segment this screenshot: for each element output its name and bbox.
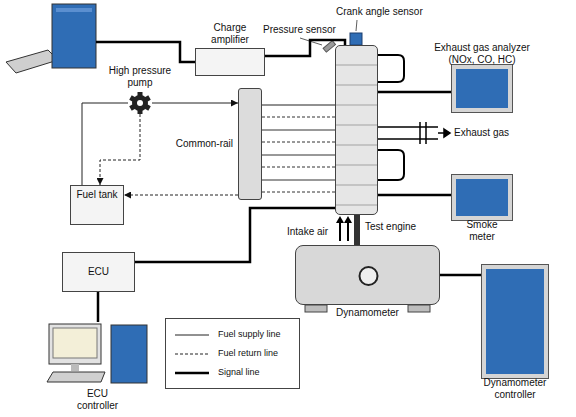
part-label: Crank angle sensor <box>335 6 424 18</box>
legend-text: Fuel return line <box>218 348 278 359</box>
return-connector <box>100 114 140 185</box>
exhaust-pipe <box>425 122 427 144</box>
node-label: High pressure pump <box>108 65 172 89</box>
exhaust-pipe <box>378 126 438 128</box>
exhaust-manifold <box>378 55 404 180</box>
exhaust-pipe <box>444 129 450 137</box>
node-label: Common-rail <box>176 138 233 150</box>
fuel-tank: Fuel tank <box>70 185 124 225</box>
analyzer-monitor: Exhaust gas analyzer (NOx, CO, HC) <box>452 65 512 112</box>
exhaust-pipe <box>438 132 444 134</box>
node-label: ECU controller <box>71 388 124 412</box>
exhaust-manifold <box>378 55 404 82</box>
pressure-sensor <box>323 41 335 53</box>
legend-box: Fuel supply lineFuel return lineSignal l… <box>165 318 300 389</box>
legend-row: Fuel supply line <box>174 325 291 344</box>
host-computer <box>6 50 58 73</box>
part-label: Exhaust gas <box>453 127 510 139</box>
smoke-meter-monitor: Smoke meter <box>452 175 512 220</box>
stand <box>71 364 79 371</box>
exhaust-manifold <box>378 150 404 180</box>
injector-lines <box>262 192 335 193</box>
part-label: Intake air <box>286 226 329 238</box>
crank-angle-sensor <box>350 33 362 45</box>
injector-lines <box>262 142 335 143</box>
dynamometer-feet <box>408 305 430 312</box>
exhaust-pipe <box>419 122 421 144</box>
pump-body <box>132 95 148 111</box>
dynamometer-controller: Dynamometer controller <box>482 265 548 378</box>
pump-symbol: High pressure pump <box>128 92 152 114</box>
legend-line <box>175 353 209 354</box>
host-computer <box>56 8 92 12</box>
signal-connector <box>440 274 482 277</box>
exhaust-pipe <box>378 122 450 144</box>
host-computer <box>52 4 96 68</box>
legend-line <box>175 334 209 335</box>
legend-text: Signal line <box>218 367 260 378</box>
node-label: Smoke meter <box>466 219 497 243</box>
ecu-box: ECU <box>62 252 135 292</box>
signal-connector <box>265 40 345 56</box>
signal-connector <box>378 194 452 197</box>
return-connector <box>124 195 238 196</box>
intake-arrow <box>347 222 349 241</box>
legend-text: Fuel supply line <box>218 329 281 340</box>
supply-connector <box>262 105 335 106</box>
exhaust-pipe <box>378 138 438 140</box>
signal-connector <box>378 91 452 94</box>
node-label: Dynamometer controller <box>475 377 555 401</box>
node-label: ECU <box>88 266 109 278</box>
node-label: Fuel tank <box>76 189 117 201</box>
intake-arrow <box>336 216 344 223</box>
tower <box>111 325 147 383</box>
node-label: Exhaust gas analyzer (NOx, CO, HC) <box>432 42 532 66</box>
injector-lines <box>262 117 335 118</box>
screen <box>53 328 97 358</box>
injector-lines <box>262 167 335 168</box>
shaft-connector <box>354 215 360 245</box>
common-rail: Common-rail <box>238 88 262 200</box>
injector-lines <box>262 155 335 156</box>
node-label: Test engine <box>365 221 416 233</box>
intake-arrow <box>336 216 352 241</box>
legend-row: Fuel return line <box>174 344 291 363</box>
legend-line <box>175 371 209 374</box>
node-label: Charge amplifier <box>211 22 249 46</box>
supply-connector <box>82 103 128 185</box>
dynamometer: Dynamometer <box>295 245 440 305</box>
pump-hub <box>137 100 143 106</box>
ecu-controller-pc: ECU controller <box>45 322 150 385</box>
dynamometer-feet <box>305 305 327 312</box>
part-label: Pressure sensor <box>262 24 337 36</box>
legend-row: Signal line <box>174 363 291 382</box>
dyn-icon <box>296 246 439 304</box>
signal-connector <box>97 292 100 322</box>
node-label: Dynamometer <box>336 307 399 319</box>
legend-sample <box>174 330 210 340</box>
injector-lines <box>262 180 335 181</box>
supply-connector <box>152 103 238 104</box>
monitor <box>49 324 101 364</box>
pc-icon <box>45 322 150 385</box>
injector-lines <box>262 117 335 192</box>
dyn-rotor <box>360 267 378 285</box>
engine-block: Test engine <box>335 45 378 215</box>
legend-sample <box>174 368 210 378</box>
signal-wire <box>96 42 195 62</box>
host-computer <box>6 4 96 73</box>
legend-sample <box>174 349 210 359</box>
pump-icon <box>128 92 152 114</box>
injector-lines <box>262 130 335 131</box>
intake-arrow <box>344 216 352 223</box>
keyboard <box>47 372 105 382</box>
leader-line <box>356 20 357 31</box>
intake-arrow <box>339 222 341 241</box>
amplifier-box: Charge amplifier <box>195 48 265 76</box>
